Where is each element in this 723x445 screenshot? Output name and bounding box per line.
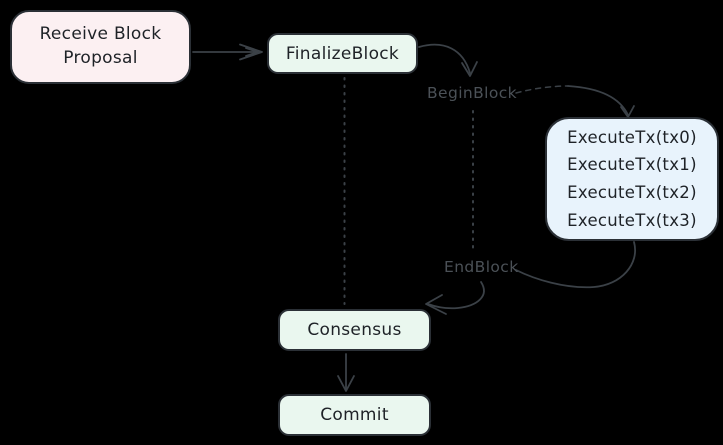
node-label-line: Proposal [63,48,138,68]
arrow-consensus-to-commit [337,353,355,392]
connector-executetx-to-endblock [515,241,636,289]
node-label-line: ExecuteTx(tx2) [567,183,697,202]
node-label-line: Receive Block [39,24,162,45]
arrow-finalize-to-beginblock [418,43,478,77]
arrow-receive-to-finalize [192,43,263,61]
node-label-line: ExecuteTx(tx1) [567,155,697,175]
arrow-endblock-to-consensus [425,281,485,315]
node-finalize-block: FinalizeBlock [267,33,418,74]
node-label-line: ExecuteTx(tx3) [567,210,697,230]
node-commit: Commit [278,394,431,436]
connector-beginblock-to-executetx [515,85,635,118]
node-label: Consensus [307,320,402,340]
node-label: Commit [320,405,389,425]
node-label-line: ExecuteTx(tx0) [567,127,697,147]
node-label: FinalizeBlock [285,43,400,64]
node-receive-block-proposal: Receive Block Proposal [10,10,191,84]
node-consensus: Consensus [278,309,431,351]
node-execute-tx: ExecuteTx(tx0) ExecuteTx(tx1) ExecuteTx(… [545,117,719,241]
end-block-label: EndBlock [444,258,519,276]
begin-block-label: BeginBlock [427,84,518,102]
